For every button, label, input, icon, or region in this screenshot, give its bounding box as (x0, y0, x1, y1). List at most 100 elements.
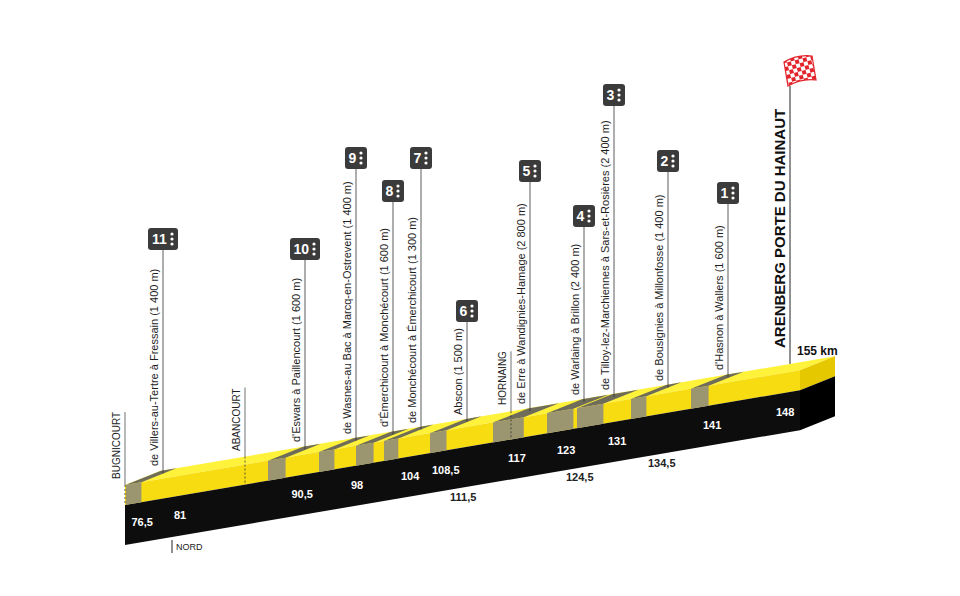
start-tick (172, 540, 173, 553)
km-marker: 98 (351, 479, 363, 492)
difficulty-dot (732, 196, 735, 199)
difficulty-dot (425, 161, 428, 164)
difficulty-dot (397, 194, 400, 197)
sector-leader (356, 169, 357, 441)
cobble-sector-top (631, 382, 681, 399)
km-marker: 111,5 (450, 491, 476, 504)
sector-name: de Erre à Wandignies-Hamage (2 800 m) (515, 203, 528, 404)
cobble-sector-front (577, 404, 603, 428)
total-distance: 155 km (797, 345, 838, 359)
difficulty-dot (360, 156, 363, 159)
town-leader (245, 388, 246, 457)
sector-number: 2 (661, 152, 669, 170)
sector-number: 11 (152, 230, 167, 248)
start-marker: NORD (176, 542, 203, 552)
difficulty-dot (312, 252, 315, 255)
sector-name: d'Hasnon à Wallers (1 600 m) (713, 226, 726, 371)
sector-number: 3 (607, 86, 615, 104)
town-marker (245, 457, 246, 485)
town-leader (125, 412, 126, 485)
sector-badge: 11 (148, 228, 178, 250)
sector-number: 10 (294, 240, 310, 258)
sector-leader (467, 322, 468, 422)
cobble-sector-front (691, 386, 709, 409)
difficulty-dots (731, 186, 735, 200)
sector-badge: 2 (657, 150, 680, 172)
difficulty-dots (312, 242, 316, 256)
cobble-sector-front (319, 449, 334, 472)
difficulty-dot (397, 189, 400, 192)
town-leader (511, 351, 512, 411)
sector-number: 9 (349, 149, 357, 167)
difficulty-dot (732, 186, 735, 189)
km-marker: 124,5 (566, 471, 594, 484)
sector-number: 6 (460, 302, 468, 320)
cobble-sector-top (430, 416, 482, 433)
difficulty-dot (588, 209, 591, 212)
cobble-sector-top (691, 372, 744, 389)
difficulty-dot (672, 164, 675, 167)
town-marker (125, 485, 126, 505)
difficulty-dot (312, 242, 315, 245)
sector-name: de Bousignies à Millonfosse (1 400 m) (653, 194, 666, 380)
difficulty-dot (170, 232, 173, 235)
cobble-sector-top (268, 444, 321, 461)
difficulty-dot (588, 219, 591, 222)
km-marker: 148 (776, 406, 794, 419)
sector-number: 8 (386, 182, 394, 200)
sector-leader (393, 202, 394, 434)
difficulty-dot (534, 174, 537, 177)
difficulty-dots (671, 154, 675, 168)
sector-badge: 6 (456, 300, 479, 322)
sector-badge: 8 (382, 180, 405, 202)
difficulty-dot (360, 161, 363, 164)
difficulty-dots (396, 184, 400, 198)
cobble-sector-front (356, 443, 374, 466)
sector-badge: 9 (345, 147, 368, 169)
sector-badge: 7 (410, 147, 433, 169)
km-marker: 141 (703, 419, 721, 432)
km-marker: 76,5 (132, 516, 153, 529)
cobble-sector-front (268, 458, 286, 481)
difficulty-dot (534, 169, 537, 172)
difficulty-dot (471, 309, 474, 312)
difficulty-dots (470, 304, 474, 318)
sector-badge: 4 (573, 205, 596, 227)
sector-name: de Warlaing à Brillon (2 400 m) (569, 244, 582, 395)
difficulty-dot (170, 237, 173, 240)
town-name: HORNAING (497, 351, 509, 405)
cobble-sector-top (577, 390, 638, 408)
sector-leader (163, 250, 164, 473)
sector-badge: 3 (603, 84, 626, 106)
difficulty-dot (425, 151, 428, 154)
finish-flag (784, 56, 816, 86)
town-marker (511, 411, 512, 439)
difficulty-dots (617, 88, 621, 102)
finish-leader (790, 86, 791, 364)
km-marker: 134,5 (648, 457, 676, 470)
sector-number: 5 (523, 162, 531, 180)
sector-leader (728, 204, 729, 377)
difficulty-dot (534, 164, 537, 167)
sector-name: d'Émerchicourt à Monchécourt (1 600 m) (378, 228, 391, 427)
cobble-sector-top (126, 468, 176, 485)
difficulty-dot (471, 314, 474, 317)
difficulty-dot (425, 156, 428, 159)
difficulty-dot (672, 159, 675, 162)
town-name: ABANCOURT (231, 388, 243, 451)
sector-name: Abscon (1 500 m) (452, 328, 465, 415)
difficulty-dot (732, 191, 735, 194)
difficulty-dots (587, 209, 591, 223)
cobble-sector-front (384, 439, 398, 461)
km-marker: 90,5 (292, 488, 313, 501)
sector-leader (614, 106, 615, 397)
sector-number: 1 (721, 184, 729, 202)
difficulty-dots (170, 232, 174, 246)
sector-name: de Monchécourt à Émerchicourt (1 300 m) (406, 217, 419, 423)
town-name: BUGNICOURT (111, 412, 123, 479)
difficulty-dot (618, 98, 621, 101)
km-marker: 117 (508, 452, 526, 465)
sector-badge: 10 (290, 238, 321, 260)
sector-leader (305, 260, 306, 449)
difficulty-dots (424, 151, 428, 165)
